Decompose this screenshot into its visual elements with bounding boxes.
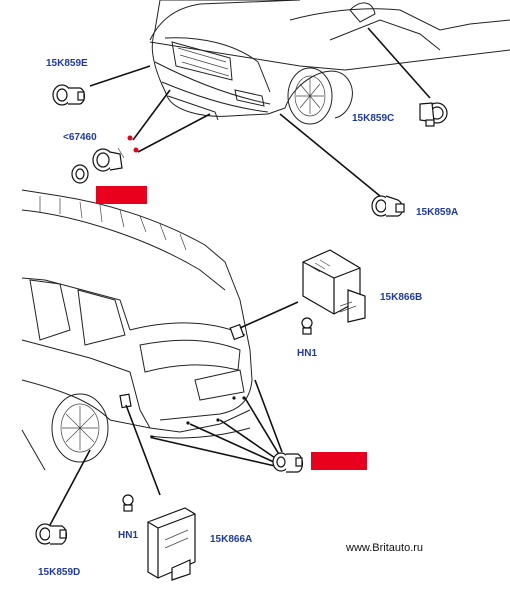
sensor-rear-right-part [272, 452, 304, 473]
rear-vehicle-illustration [21, 189, 253, 471]
front-vehicle-illustration [127, 0, 510, 153]
module-15k866a-part [147, 507, 196, 581]
label-15k866b: 15K866B [380, 292, 423, 303]
sensor-67460-part [71, 147, 125, 184]
redaction-box-upper [96, 186, 147, 204]
label-hn1-lower: HN1 [118, 530, 139, 541]
nut-hn1-lower-part [122, 494, 134, 512]
sensor-15k859e-part [52, 84, 86, 106]
label-67460: <67460 [63, 132, 97, 143]
nut-hn1-upper-part [301, 317, 313, 335]
sensor-15k859a-part [371, 195, 405, 217]
label-15k859d: 15K859D [38, 567, 81, 578]
label-15k859c: 15K859C [352, 113, 395, 124]
redaction-box-lower [311, 452, 367, 470]
label-hn1-upper: HN1 [297, 348, 318, 359]
label-15k859e: 15K859E [46, 58, 88, 69]
label-15k866a: 15K866A [210, 534, 253, 545]
label-15k859a: 15K859A [416, 207, 459, 218]
watermark-text: www.Britauto.ru [346, 542, 424, 554]
sensor-15k859c-part [419, 102, 448, 127]
sensor-15k859d-part [35, 523, 68, 545]
module-15k866b-part [302, 249, 366, 323]
leader-lines [49, 27, 431, 526]
